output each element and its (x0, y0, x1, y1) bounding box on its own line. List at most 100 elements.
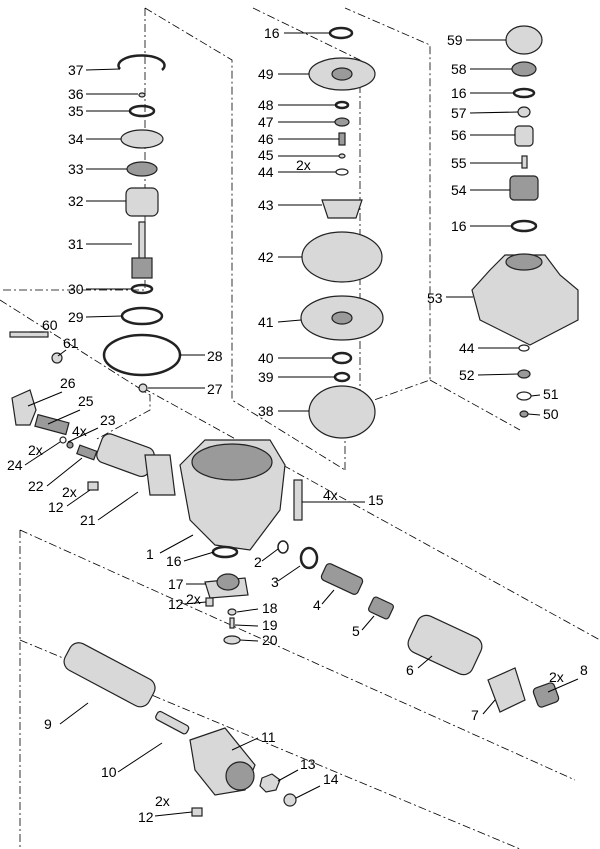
leader-line (24, 441, 61, 466)
callout-number: 33 (68, 161, 84, 177)
callout-13: 13 (277, 756, 316, 782)
leader-line (59, 702, 89, 725)
callout-number: 16 (451, 85, 467, 101)
leader-line (361, 615, 375, 631)
callout-number: 18 (262, 600, 278, 616)
callout-number: 51 (543, 386, 559, 402)
part-26 (11, 389, 37, 426)
callout-33: 33 (68, 161, 127, 177)
callout-number: 53 (427, 290, 443, 306)
leader-line (482, 699, 496, 715)
leader-line (27, 391, 63, 407)
part-33 (126, 161, 158, 177)
leader-line (477, 373, 519, 376)
part-36 (138, 92, 146, 98)
callout-number: 7 (471, 707, 479, 723)
callout-number: 32 (68, 193, 84, 209)
callout-number: 27 (207, 381, 223, 397)
callout-number: 25 (78, 393, 94, 409)
callout-number: 50 (543, 406, 559, 422)
callout-47: 47 (258, 114, 335, 130)
leader-line (159, 534, 194, 554)
part-27 (138, 383, 148, 393)
callout-number: 1 (146, 546, 154, 562)
callout-number: 13 (300, 756, 316, 772)
callout-number: 16 (264, 25, 280, 41)
callout-number: 56 (451, 127, 467, 143)
leader-line (527, 413, 541, 416)
callout-52: 52 (459, 367, 519, 383)
leader-line (261, 548, 279, 562)
callout-number: 29 (68, 309, 84, 325)
callout-number: 3 (271, 574, 279, 590)
callout-quantity: 4x (72, 423, 87, 439)
callout-quantity: 4x (323, 487, 338, 503)
leader-line (295, 785, 321, 799)
leader-line (183, 551, 215, 562)
callout-number: 20 (262, 632, 278, 648)
callout-number: 4 (313, 597, 321, 613)
callout-number: 49 (258, 66, 274, 82)
callout-10: 10 (101, 742, 163, 780)
part-10 (155, 710, 190, 735)
callout-54: 54 (451, 182, 510, 198)
callout-5: 5 (352, 615, 375, 639)
leader-line (117, 742, 163, 773)
part-53-housing (471, 254, 579, 346)
callout-quantity: 2x (186, 591, 201, 607)
callout-35: 35 (68, 103, 130, 119)
callout-18: 18 (236, 600, 278, 616)
part-34 (120, 129, 164, 149)
callout-31: 31 (68, 236, 132, 252)
callout-21: 21 (80, 491, 139, 528)
callout-number: 21 (80, 512, 96, 528)
callout-number: 40 (258, 350, 274, 366)
callout-3: 3 (271, 565, 301, 590)
callout-number: 22 (28, 478, 44, 494)
callout-1: 1 (146, 534, 194, 562)
callout-9: 9 (44, 702, 89, 732)
callout-number: 39 (258, 369, 274, 385)
callout-28: 28 (180, 348, 223, 364)
part-31-stem (138, 221, 146, 261)
part-43 (321, 199, 363, 219)
leader-line (231, 737, 259, 751)
callout-41: 41 (258, 314, 302, 330)
leader-line (469, 111, 519, 114)
callout-37: 37 (68, 62, 121, 78)
callout-6: 6 (406, 655, 433, 678)
part-60-bolt (9, 331, 49, 338)
part-16a (328, 26, 354, 40)
callout-number: 60 (42, 317, 58, 333)
callout-20: 20 (239, 632, 278, 648)
callout-56: 56 (451, 127, 515, 143)
callout-number: 28 (207, 348, 223, 364)
callout-49: 49 (258, 66, 309, 82)
leader-line (239, 639, 259, 642)
leader-line (417, 655, 433, 669)
callout-number: 59 (447, 32, 463, 48)
callout-17: 17 (168, 576, 206, 592)
callout-number: 47 (258, 114, 274, 130)
callout-44: 44 (459, 340, 519, 356)
leader-line (530, 394, 541, 397)
callout-14: 14 (295, 771, 339, 799)
part-38 (308, 385, 376, 439)
callout-number: 12 (138, 809, 154, 825)
callout-29: 29 (68, 309, 123, 325)
leader-line (57, 349, 67, 357)
callout-42: 42 (258, 249, 302, 265)
callout-11: 11 (231, 729, 276, 751)
leader-line (547, 678, 579, 693)
part-59-cap (505, 25, 543, 55)
part-30 (130, 283, 154, 295)
callout-60: 60 (30, 317, 58, 333)
callout-number: 61 (63, 335, 79, 351)
leader-line (85, 68, 121, 71)
callout-39: 39 (258, 369, 335, 385)
callout-number: 16 (166, 553, 182, 569)
